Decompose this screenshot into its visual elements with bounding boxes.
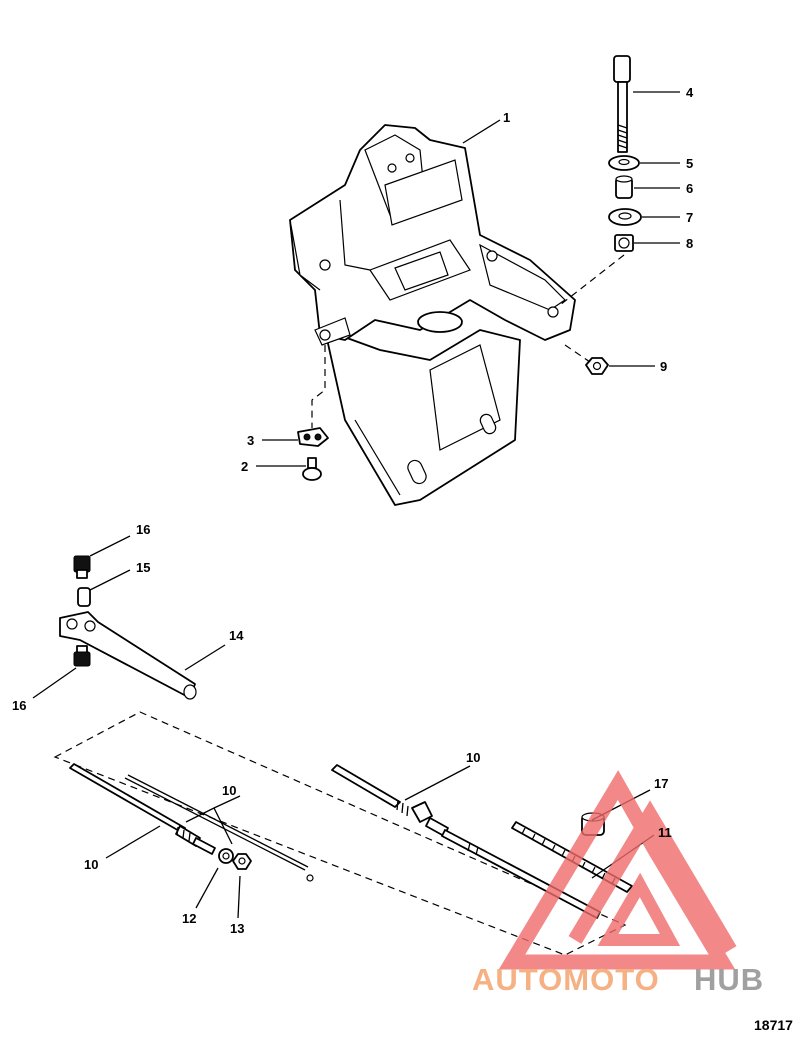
watermark-triangle-inner bbox=[568, 800, 737, 954]
callout-11: 11 bbox=[658, 825, 672, 840]
callout-12: 12 bbox=[182, 911, 196, 926]
callout-labels: 1 4 5 6 7 8 9 3 2 16 15 14 16 10 10 12 1… bbox=[12, 85, 694, 936]
transom-bracket bbox=[289, 124, 576, 506]
watermark-text-left: AUTOMOTO bbox=[472, 962, 660, 997]
callout-2: 2 bbox=[241, 459, 248, 474]
assembly-path bbox=[559, 254, 625, 306]
washer bbox=[608, 208, 642, 226]
washer bbox=[608, 155, 640, 171]
pin bbox=[77, 587, 91, 607]
callout-9: 9 bbox=[660, 359, 667, 374]
callout-5: 5 bbox=[686, 156, 693, 171]
watermark-logo bbox=[498, 770, 737, 970]
assembly-path bbox=[311, 345, 326, 428]
shift-cable bbox=[69, 763, 216, 855]
assembly-path bbox=[564, 344, 591, 363]
shift-rod bbox=[124, 774, 314, 882]
callout-13: 13 bbox=[230, 921, 244, 936]
callout-7: 7 bbox=[686, 210, 693, 225]
clip bbox=[297, 427, 329, 447]
kit-outline bbox=[53, 711, 627, 956]
callout-3: 3 bbox=[247, 433, 254, 448]
nut bbox=[232, 853, 252, 870]
callout-10-left: 10 bbox=[84, 857, 98, 872]
callout-10-right: 10 bbox=[466, 750, 480, 765]
callout-14: 14 bbox=[229, 628, 244, 643]
shift-cable bbox=[331, 764, 601, 919]
callout-6: 6 bbox=[686, 181, 693, 196]
washer bbox=[218, 848, 234, 864]
screw bbox=[302, 457, 322, 481]
set-screw bbox=[73, 555, 91, 579]
spacer bbox=[615, 175, 633, 199]
set-screw bbox=[73, 645, 91, 667]
callout-1: 1 bbox=[503, 110, 510, 125]
callout-16-top: 16 bbox=[136, 522, 150, 537]
figure-number: 18717 bbox=[754, 1017, 793, 1033]
watermark-text-right: HUB bbox=[694, 962, 764, 997]
callout-10-top: 10 bbox=[222, 783, 236, 798]
callout-4: 4 bbox=[686, 85, 694, 100]
bolt bbox=[613, 55, 631, 153]
watermark-triangle-mid bbox=[597, 872, 681, 946]
nut bbox=[585, 357, 609, 375]
watermark-triangle-outer bbox=[498, 770, 736, 970]
callout-8: 8 bbox=[686, 236, 693, 251]
callout-15: 15 bbox=[136, 560, 150, 575]
locknut bbox=[614, 234, 634, 252]
pivot-shaft bbox=[59, 611, 197, 700]
callout-16-bottom: 16 bbox=[12, 698, 26, 713]
callout-17: 17 bbox=[654, 776, 668, 791]
